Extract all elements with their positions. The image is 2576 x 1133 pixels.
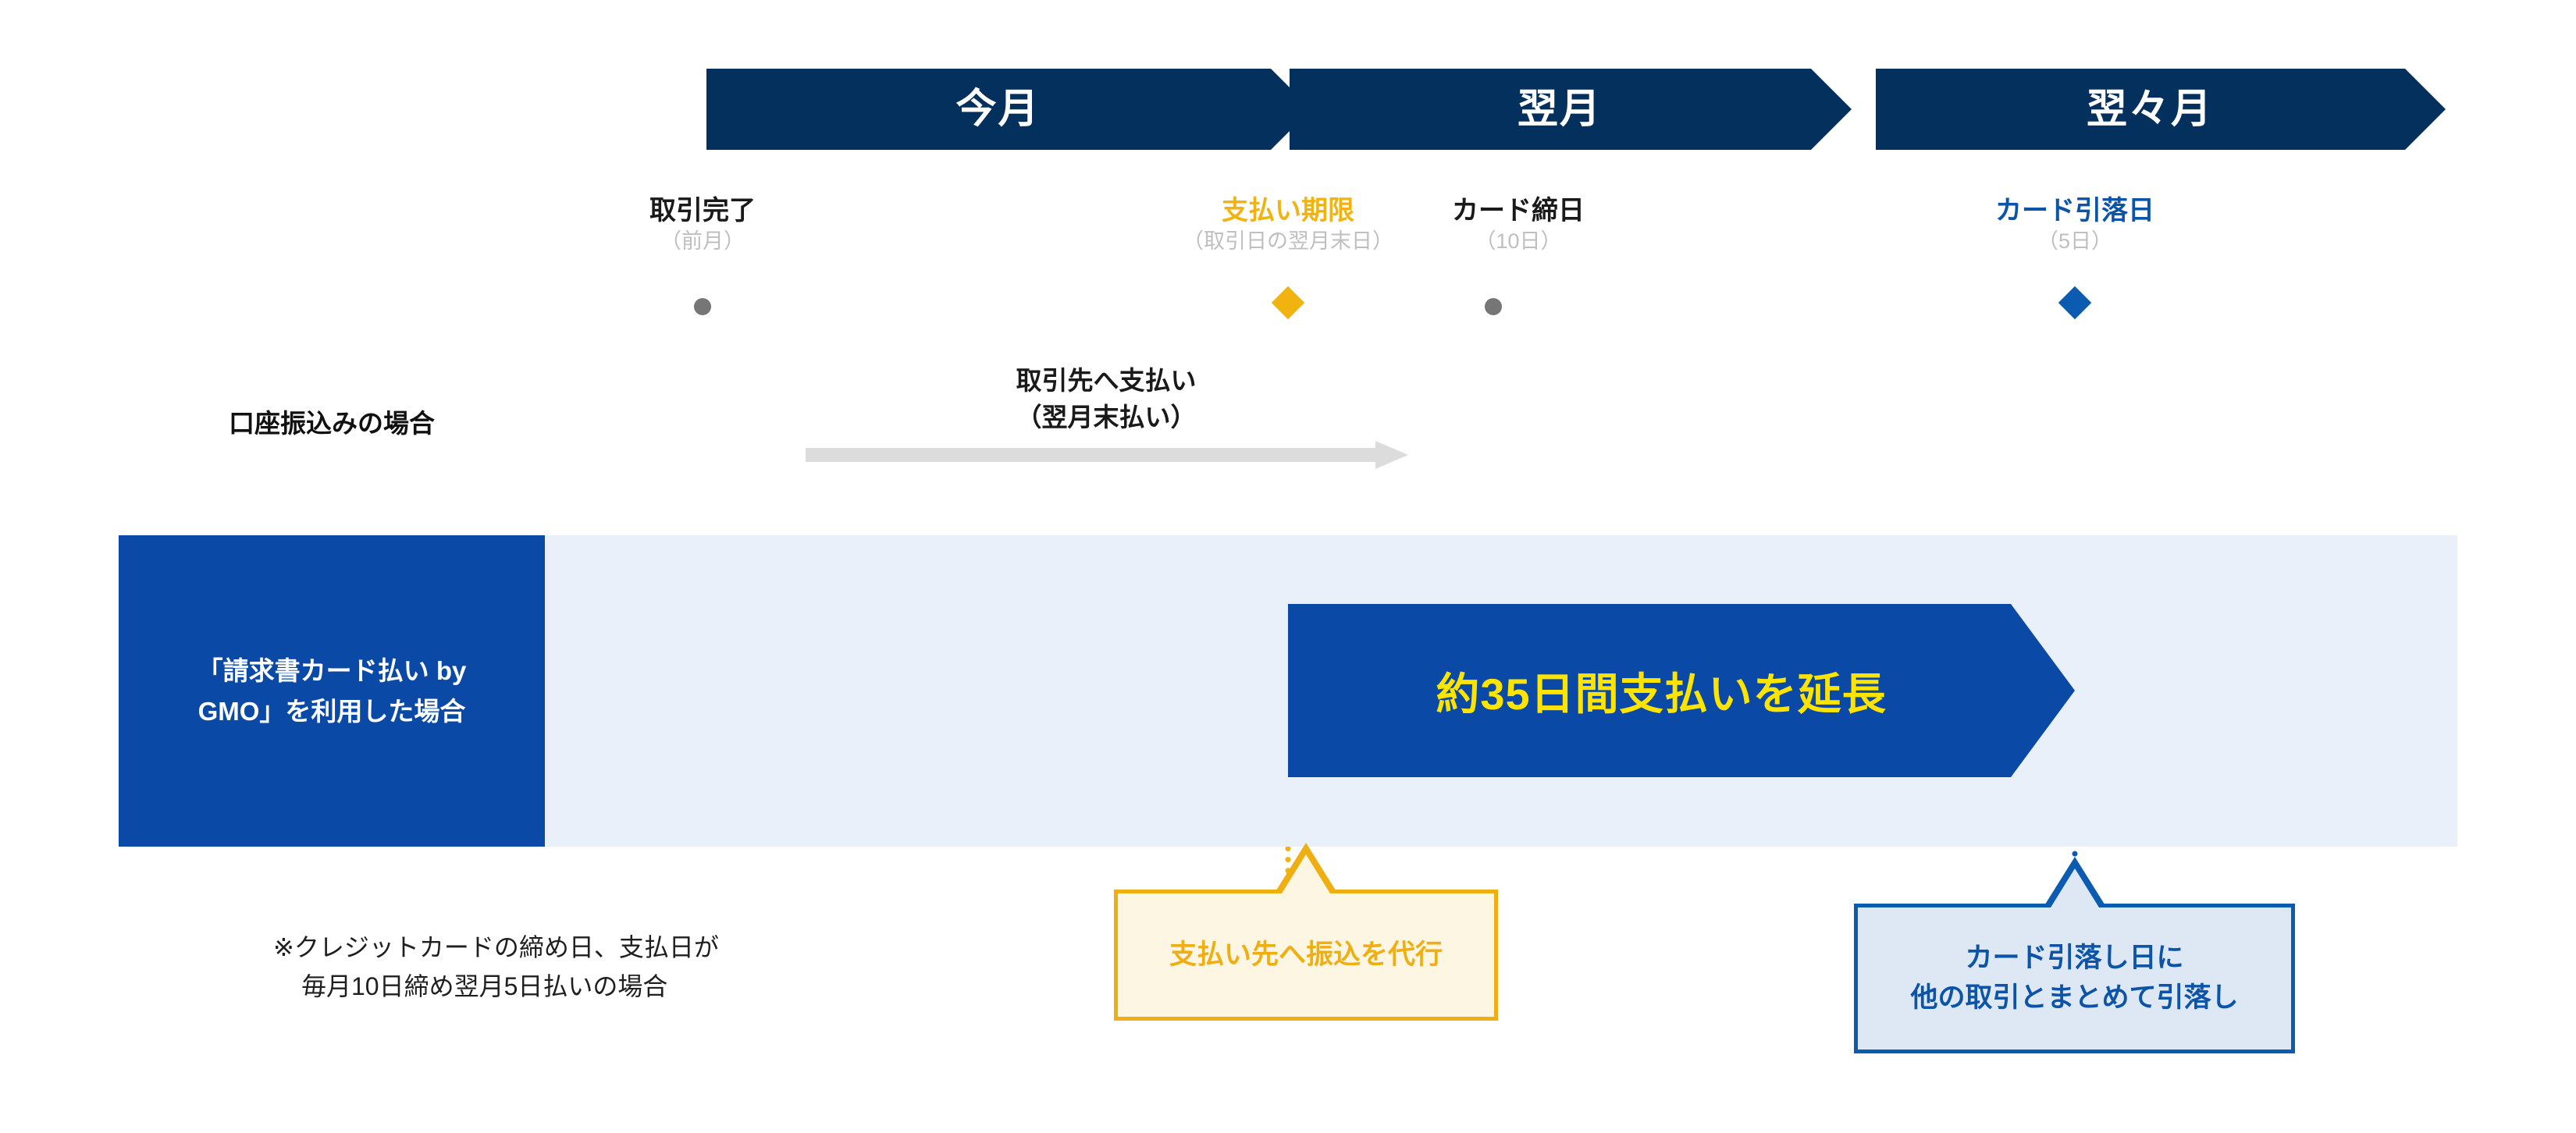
payment-extension-label: 約35日間支払いを延長 [1436, 669, 1887, 719]
month-band-next: 翌月 [1290, 69, 1852, 150]
row-label-card-payment: 「請求書カード払い by GMO」を利用した場合 [119, 535, 545, 847]
callout-blue-line2: 他の取引とまとめて引落し [1910, 982, 2239, 1013]
milestone-title: 取引完了 [649, 196, 756, 226]
callout-payment-proxy: 支払い先へ振込を代行 [1114, 843, 1498, 1021]
bank-flow-label-line2: （翌月末払い） [1016, 402, 1197, 432]
milestone-transaction-complete: 取引完了 （前月） [649, 195, 756, 254]
callout-blue-line1: カード引落し日に [1965, 943, 2184, 974]
month-label-next: 翌月 [1517, 87, 1602, 132]
month-label-month-after-next: 翌々月 [2086, 87, 2213, 132]
milestone-title: カード引落日 [1995, 196, 2154, 226]
row-label-bank-transfer: 口座振込みの場合 [229, 408, 435, 438]
month-label-current: 今月 [955, 87, 1041, 132]
milestone-sub: （10日） [1475, 229, 1562, 254]
bank-flow-label: 取引先へ支払い （翌月末払い） [1016, 363, 1197, 436]
milestone-card-closing-date: カード締日 （10日） [1452, 195, 1585, 254]
milestone-title: カード締日 [1452, 196, 1585, 226]
row-label-card-line1: 「請求書カード払い by [197, 656, 467, 686]
callout-tail-fill-icon [2050, 868, 2099, 907]
milestone-payment-deadline: 支払い期限 （取引日の翌月末日） [1183, 195, 1393, 254]
milestone-sub: （5日） [2037, 229, 2113, 254]
marker-dot-transaction-complete [694, 298, 711, 315]
callout-gold-text: 支払い先へ振込を代行 [1169, 939, 1443, 970]
milestone-sub: （取引日の翌月末日） [1183, 229, 1393, 254]
footnote: ※クレジットカードの締め日、支払日が 毎月10日締め翌月5日払いの場合 [273, 929, 719, 1006]
payment-extension-arrow: 約35日間支払いを延長 [1288, 604, 2075, 777]
row-label-card-line2: GMO」を利用した場合 [197, 696, 466, 726]
milestone-title: 支払い期限 [1222, 196, 1354, 226]
milestone-card-withdrawal-date: カード引落日 （5日） [1995, 195, 2154, 254]
bank-flow-label-line1: 取引先へ支払い [1016, 366, 1197, 395]
flow-arrow-head-icon [1375, 441, 1408, 469]
row-bank-transfer: 口座振込みの場合 [119, 307, 2457, 535]
footnote-line2: 毎月10日締め翌月5日払いの場合 [301, 971, 668, 1000]
callout-tail-fill-icon [1282, 854, 1330, 893]
milestone-sub: （前月） [660, 229, 745, 254]
flow-arrow-shaft [806, 448, 1377, 462]
chart-body: 口座振込みの場合 「請求書カード払い by GMO」を利用した場合 取引先へ支払… [119, 307, 2457, 847]
footnote-line1: ※クレジットカードの締め日、支払日が [273, 933, 719, 961]
month-band-month-after-next: 翌々月 [1876, 69, 2446, 150]
callout-card-withdrawal: カード引落し日に 他の取引とまとめて引落し [1854, 857, 2295, 1053]
bank-transfer-flow-arrow [806, 441, 1408, 469]
marker-dot-card-closing [1485, 298, 1502, 315]
month-band-current: 今月 [706, 69, 1311, 150]
